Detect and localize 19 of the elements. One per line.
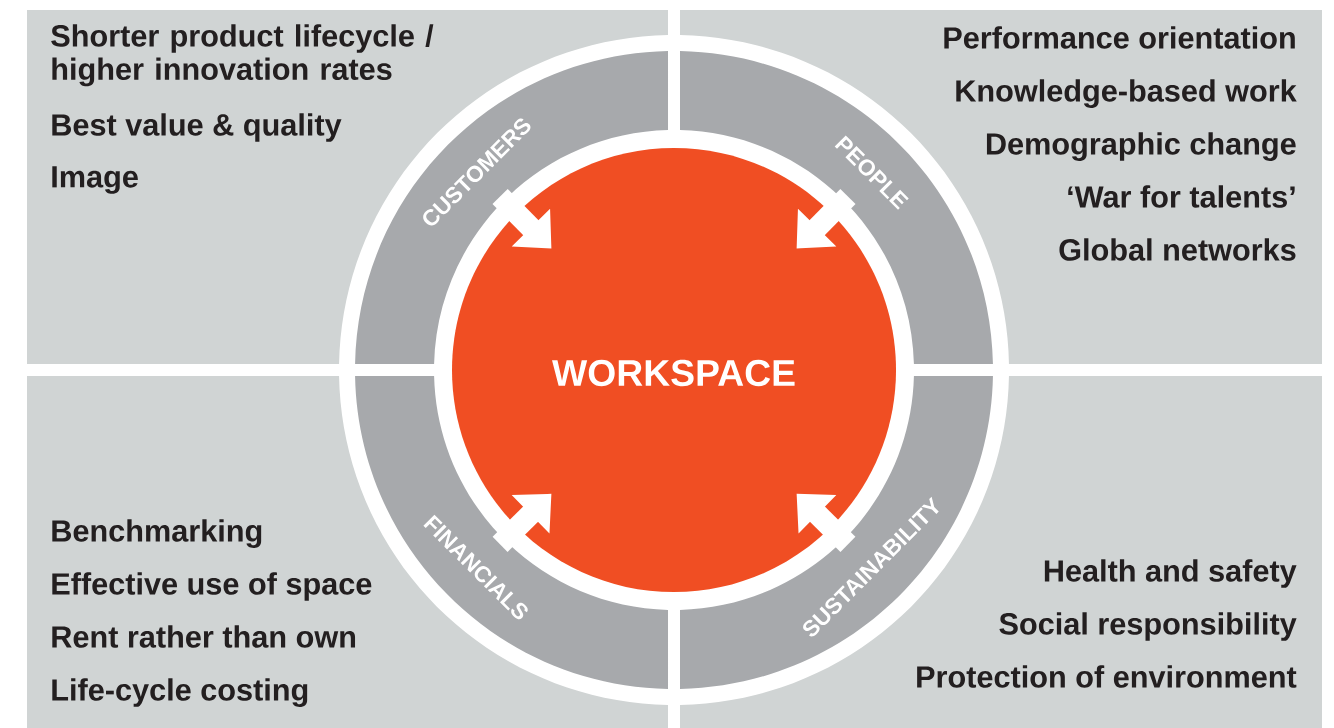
list-item: Shorter product lifecycle / higher innovation rates xyxy=(51,24,434,87)
list-item: Life-cycle costing xyxy=(52,678,308,707)
block-arrow xyxy=(492,493,552,552)
center-label: WORKSPACE xyxy=(552,359,795,387)
list-item: Effective use of space xyxy=(52,572,372,601)
list-item: ‘War for talents’ xyxy=(1068,185,1295,208)
list-item: Rent rather than own xyxy=(52,625,356,648)
list-item: Social responsibility xyxy=(999,612,1297,641)
list-item: Demographic change xyxy=(986,132,1296,161)
list-item: Benchmarking xyxy=(52,519,262,548)
list-item: Best value & quality xyxy=(52,113,342,142)
list-item: Global networks xyxy=(1059,238,1296,261)
list-item: Health and safety xyxy=(1044,559,1297,588)
list-item: Image xyxy=(52,166,138,194)
list-item: Performance orientation xyxy=(944,26,1295,49)
block-arrow xyxy=(796,188,856,249)
list-item: Knowledge-based work xyxy=(956,79,1297,108)
list-item: Protection of environment xyxy=(917,665,1297,688)
block-arrow xyxy=(796,493,856,552)
